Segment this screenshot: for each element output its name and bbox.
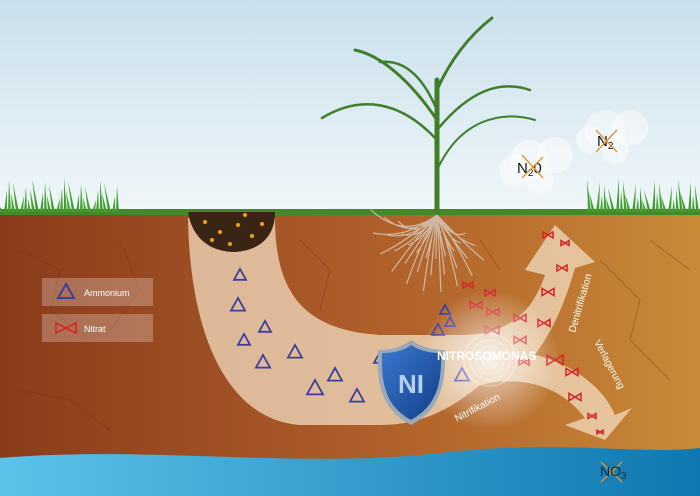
- root-strands: [370, 209, 485, 292]
- nitrosomonas-label: NITROSOMONAS: [437, 349, 536, 363]
- groundwater: [0, 447, 700, 496]
- legend-ammonium-label: Ammonium: [84, 288, 130, 298]
- bacteria-rings: [463, 333, 517, 387]
- nitrat-molecule: [587, 412, 597, 420]
- legend: Ammonium Nitrat: [42, 278, 153, 342]
- ammonium-molecule: [286, 343, 304, 359]
- nitrat-molecule: [462, 280, 474, 290]
- bacteria-glow: [420, 290, 560, 430]
- legend-nitrat: [42, 314, 153, 342]
- fertilizer-pellet: [260, 222, 264, 226]
- ammonium-triangle-icon: [56, 281, 76, 299]
- nitrat-molecule: [541, 286, 555, 298]
- n2-formula: N2: [597, 133, 614, 152]
- nitrat-bowtie-icon: [55, 321, 77, 335]
- fertilizer-pellet: [228, 242, 232, 246]
- nitrat-molecule: [596, 428, 604, 436]
- n2o-cloud: [499, 137, 573, 194]
- ammonium-molecule: [229, 296, 247, 312]
- nitrification-inhibitor-shield: NI: [377, 340, 446, 425]
- nitrification-arrow: [188, 218, 632, 440]
- fertilizer-pellet: [236, 223, 240, 227]
- fertilizer-pellet: [210, 238, 214, 242]
- soil-cracks: [19, 239, 691, 431]
- n2o-cross-icon: [521, 154, 544, 179]
- shield-label: NI: [398, 369, 424, 399]
- nitrat-molecule: [542, 230, 554, 240]
- ammonium-molecule: [236, 332, 252, 346]
- grass-left: [0, 178, 119, 212]
- ammonium-molecule: [348, 387, 366, 403]
- grass-right: [587, 178, 699, 212]
- no3-formula: NO3: [600, 463, 627, 482]
- ammonium-molecule: [232, 267, 248, 281]
- roots: [370, 209, 485, 292]
- grass-blades: [587, 178, 699, 212]
- ammonium-molecule: [257, 319, 273, 333]
- no3-cross-icon: [600, 461, 623, 483]
- fertilizer-pellet: [203, 220, 207, 224]
- plant: [320, 16, 536, 215]
- nitrat-molecule: [568, 391, 582, 403]
- fertilizer-pellet: [218, 230, 222, 234]
- nitrat-molecule: [560, 239, 570, 247]
- ammonium-molecule: [305, 378, 325, 396]
- n2-cross-icon: [595, 129, 618, 153]
- nitrat-molecule: [565, 366, 579, 378]
- ammonium-molecule: [326, 366, 344, 382]
- nitrat-molecule: [556, 263, 568, 273]
- fertilizer-pit: [188, 212, 275, 252]
- grass-blades: [0, 178, 119, 212]
- n2o-formula: N20: [517, 160, 542, 179]
- ammonium-molecule: [254, 353, 272, 369]
- fertilizer-pellet: [243, 213, 247, 217]
- legend-nitrat-label: Nitrat: [84, 324, 106, 334]
- ground-line: [0, 209, 700, 215]
- fertilizer-pellets: [203, 213, 264, 246]
- fertilizer-pellet: [250, 234, 254, 238]
